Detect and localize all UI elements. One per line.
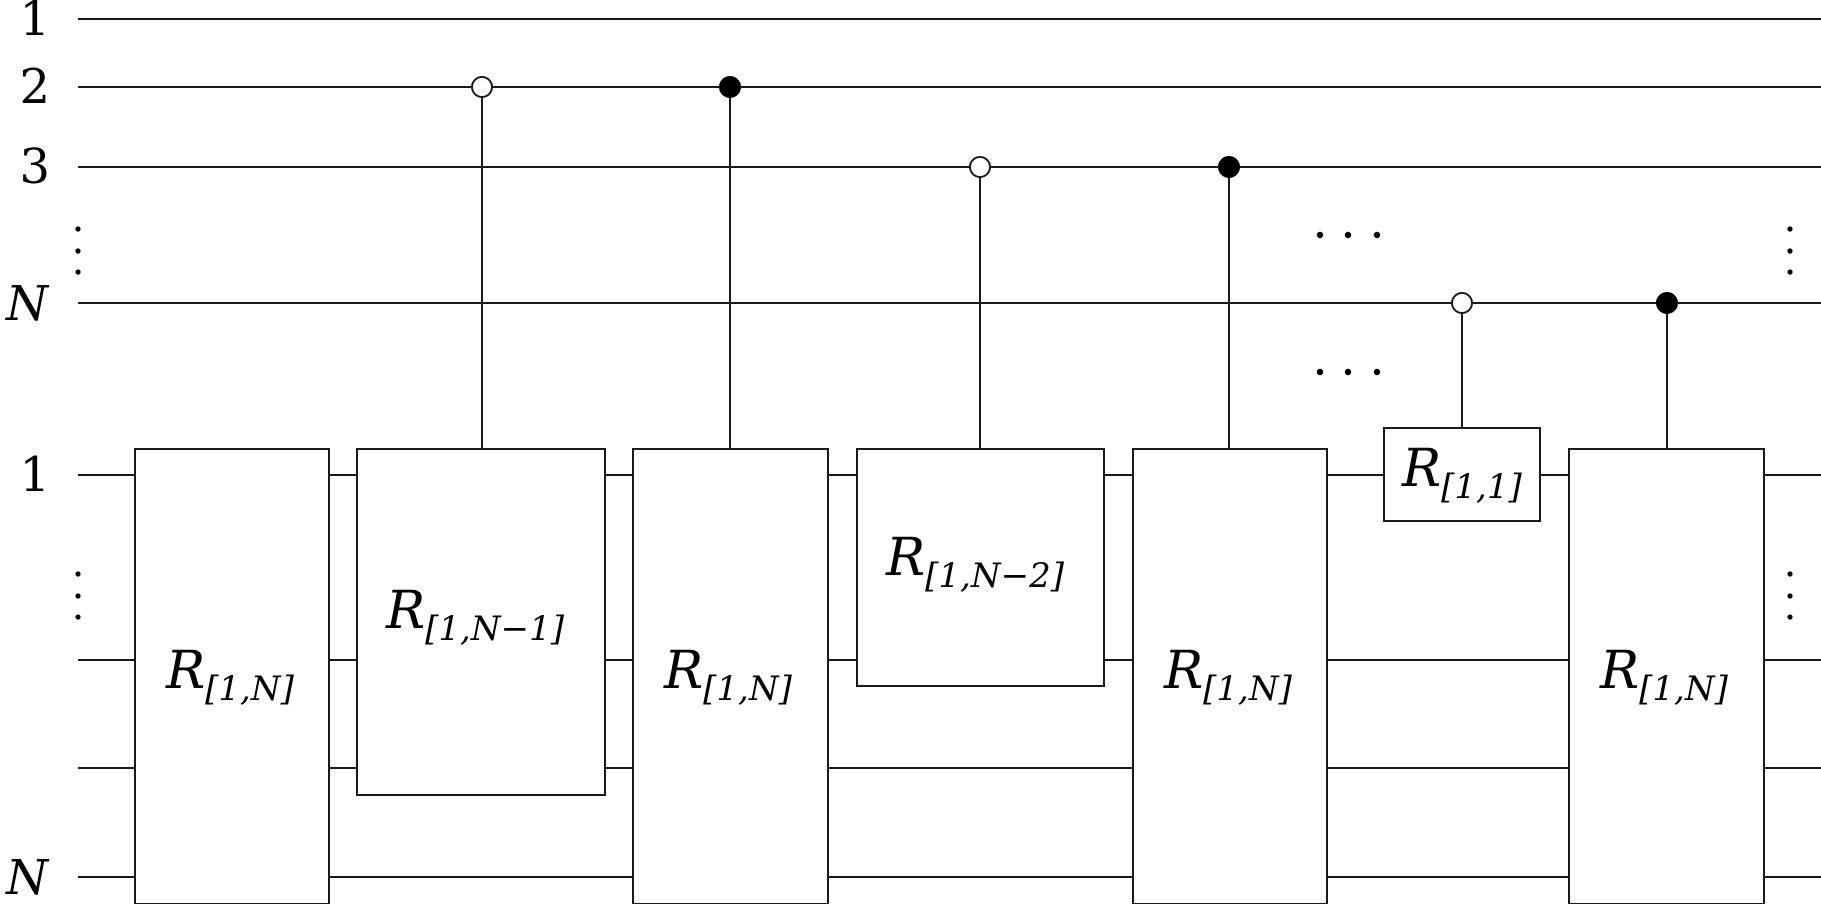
register-a-wires [78, 18, 1821, 304]
svg-text:R[1,N]: R[1,N] [1163, 641, 1293, 709]
gate-subscript: [1,1] [1441, 467, 1522, 507]
svg-text:R[1,N]: R[1,N] [1599, 641, 1729, 709]
control-lines [481, 87, 1668, 449]
gate-symbol: R [1163, 641, 1203, 701]
svg-text:R[1,N]: R[1,N] [663, 641, 793, 709]
horizontal-ellipsis-upper [1316, 231, 1381, 239]
gate-r-1-n: R[1,N] [134, 448, 330, 904]
gate-r-1-n: R[1,N] [1568, 448, 1765, 904]
label-b-n: N [5, 850, 50, 904]
gate-subscript: [1,N] [1203, 669, 1292, 709]
control-dots [471, 76, 1678, 314]
gate-symbol: R [385, 581, 425, 641]
svg-text:R[1,N−1]: R[1,N−1] [385, 581, 565, 649]
label-a-n: N [5, 276, 50, 332]
gate-subscript: [1,N−1] [425, 609, 565, 649]
label-a-3: 3 [19, 139, 50, 195]
svg-text:R[1,N]: R[1,N] [165, 641, 295, 709]
vertical-ellipsis-left-b [75, 571, 81, 620]
gate-symbol: R [885, 528, 925, 588]
gate-r-1-n: R[1,N] [632, 448, 829, 904]
register-a-labels: 1 2 3 N [5, 0, 50, 332]
gate-r-1-1: R[1,1] [1383, 427, 1541, 522]
horizontal-ellipsis-lower [1316, 368, 1381, 376]
closed-control-dot [1656, 292, 1678, 314]
vertical-ellipsis-right-b [1787, 571, 1793, 620]
gate-subscript: [1,N−2] [925, 556, 1065, 596]
gate-r-1-n: R[1,N] [1132, 448, 1328, 904]
label-b-1: 1 [19, 447, 50, 503]
gate-symbol: R [1599, 641, 1639, 701]
gate-symbol: R [1401, 439, 1441, 499]
label-a-2: 2 [19, 59, 50, 115]
closed-control-dot [1218, 156, 1240, 178]
vertical-ellipsis-left-a [75, 226, 81, 275]
svg-text:R[1,N−2]: R[1,N−2] [885, 528, 1065, 596]
gates: R[1,N] R[1,N−1] R[1,N] R[1,N−2] R[1,N] R… [134, 427, 1765, 904]
gate-subscript: [1,N] [205, 669, 294, 709]
gate-subscript: [1,N] [1639, 669, 1728, 709]
vertical-ellipsis-right-a [1787, 226, 1793, 275]
gate-r-1-n-minus-1: R[1,N−1] [356, 448, 606, 796]
gate-subscript: [1,N] [703, 669, 792, 709]
gate-symbol: R [663, 641, 703, 701]
label-a-1: 1 [19, 0, 50, 47]
closed-control-dot [719, 76, 741, 98]
open-control-dot [969, 156, 991, 178]
open-control-dot [1451, 292, 1473, 314]
gate-r-1-n-minus-2: R[1,N−2] [856, 448, 1105, 687]
register-b-labels: 1 N [5, 447, 50, 904]
open-control-dot [471, 76, 493, 98]
svg-text:R[1,1]: R[1,1] [1401, 439, 1522, 507]
gate-symbol: R [165, 641, 205, 701]
